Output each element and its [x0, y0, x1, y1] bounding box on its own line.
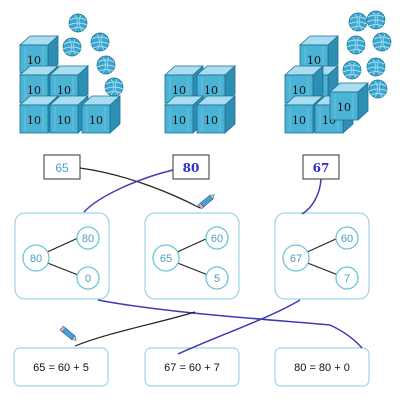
answer-value: 80	[183, 161, 200, 175]
unit-ball	[62, 37, 82, 57]
answer-value: 67	[313, 161, 330, 175]
unit-ball	[366, 10, 386, 30]
equation-text: 65 = 60 + 5	[33, 362, 89, 374]
svg-text:10: 10	[204, 114, 218, 127]
part-circle	[205, 226, 229, 250]
answer-box-1[interactable]: 65	[43, 154, 81, 180]
match-line	[83, 169, 174, 213]
answer-box-3[interactable]: 67	[302, 154, 340, 180]
svg-text:10: 10	[57, 84, 71, 97]
svg-text:10: 10	[172, 84, 186, 97]
pencil-icon	[197, 194, 215, 210]
answer-box-2[interactable]: 80	[172, 154, 210, 180]
whole-value: 65	[160, 253, 172, 265]
tens-cube: 10	[329, 82, 369, 121]
part-whole-diagram-2: 65 60 5	[144, 212, 240, 300]
unit-ball	[368, 79, 388, 99]
svg-text:10: 10	[57, 114, 71, 127]
tens-cube: 10	[19, 95, 59, 134]
match-line	[79, 167, 201, 209]
tens-cube: 10	[284, 65, 324, 104]
part-circle	[76, 226, 100, 250]
svg-text:10: 10	[27, 84, 41, 97]
part-value: 60	[211, 233, 223, 245]
unit-ball	[104, 77, 124, 97]
svg-text:10: 10	[89, 114, 103, 127]
unit-ball	[346, 35, 366, 55]
tens-cube: 10	[49, 95, 89, 134]
part-value: 5	[214, 273, 220, 285]
tens-cube: 10	[164, 95, 204, 134]
part-whole-diagram-1: 80 80 0	[14, 212, 110, 300]
part-value: 7	[344, 273, 350, 285]
base-ten-group-2: 10 10 10 10	[164, 65, 236, 134]
equation-text: 80 = 80 + 0	[294, 362, 350, 374]
unit-ball	[366, 57, 386, 77]
tens-cube: 10	[19, 35, 59, 74]
match-line	[97, 299, 363, 349]
unit-ball	[90, 32, 110, 52]
tens-cube: 10	[196, 65, 236, 104]
tens-cube: 10	[196, 95, 236, 134]
unit-ball	[372, 32, 392, 52]
part-value: 80	[82, 233, 94, 245]
whole-circle	[152, 244, 180, 272]
whole-value: 67	[290, 253, 302, 265]
tens-cube: 10	[81, 95, 121, 134]
part-circle	[335, 226, 359, 250]
part-whole-diagram-3: 67 60 7	[274, 212, 370, 300]
unit-ball	[96, 55, 116, 75]
base-ten-group-3: 10 10 10 10 10 10	[284, 10, 392, 134]
whole-circle	[22, 244, 50, 272]
part-circle	[335, 266, 359, 290]
tens-cube: 10	[49, 65, 89, 104]
part-value: 60	[341, 233, 353, 245]
equation-box-3[interactable]: 80 = 80 + 0	[274, 347, 370, 387]
part-circle	[76, 266, 100, 290]
svg-text:10: 10	[307, 54, 321, 67]
svg-text:10: 10	[172, 114, 186, 127]
whole-circle	[282, 244, 310, 272]
pencil-icon	[59, 325, 77, 341]
answer-value: 65	[55, 161, 69, 175]
match-line	[301, 178, 322, 215]
svg-text:10: 10	[204, 84, 218, 97]
tens-cube: 10	[19, 65, 59, 104]
whole-value: 80	[30, 253, 42, 265]
base-ten-group-1: 10 10 10 10 10 10	[19, 13, 124, 134]
tens-cube: 10	[284, 95, 324, 134]
svg-text:10: 10	[27, 114, 41, 127]
unit-ball	[342, 60, 362, 80]
part-value: 0	[85, 273, 91, 285]
unit-ball	[68, 13, 88, 33]
tens-cube: 10	[164, 65, 204, 104]
match-line	[74, 311, 196, 347]
match-line	[177, 299, 301, 355]
tens-cube: 10	[299, 35, 339, 74]
equation-box-1[interactable]: 65 = 60 + 5	[13, 347, 109, 387]
svg-text:10: 10	[292, 114, 306, 127]
equation-text: 67 = 60 + 7	[164, 362, 220, 374]
part-circle	[205, 266, 229, 290]
svg-text:10: 10	[337, 101, 351, 114]
equation-box-2[interactable]: 67 = 60 + 7	[144, 347, 240, 387]
svg-text:10: 10	[27, 54, 41, 67]
svg-text:10: 10	[292, 84, 306, 97]
unit-ball	[348, 12, 368, 32]
